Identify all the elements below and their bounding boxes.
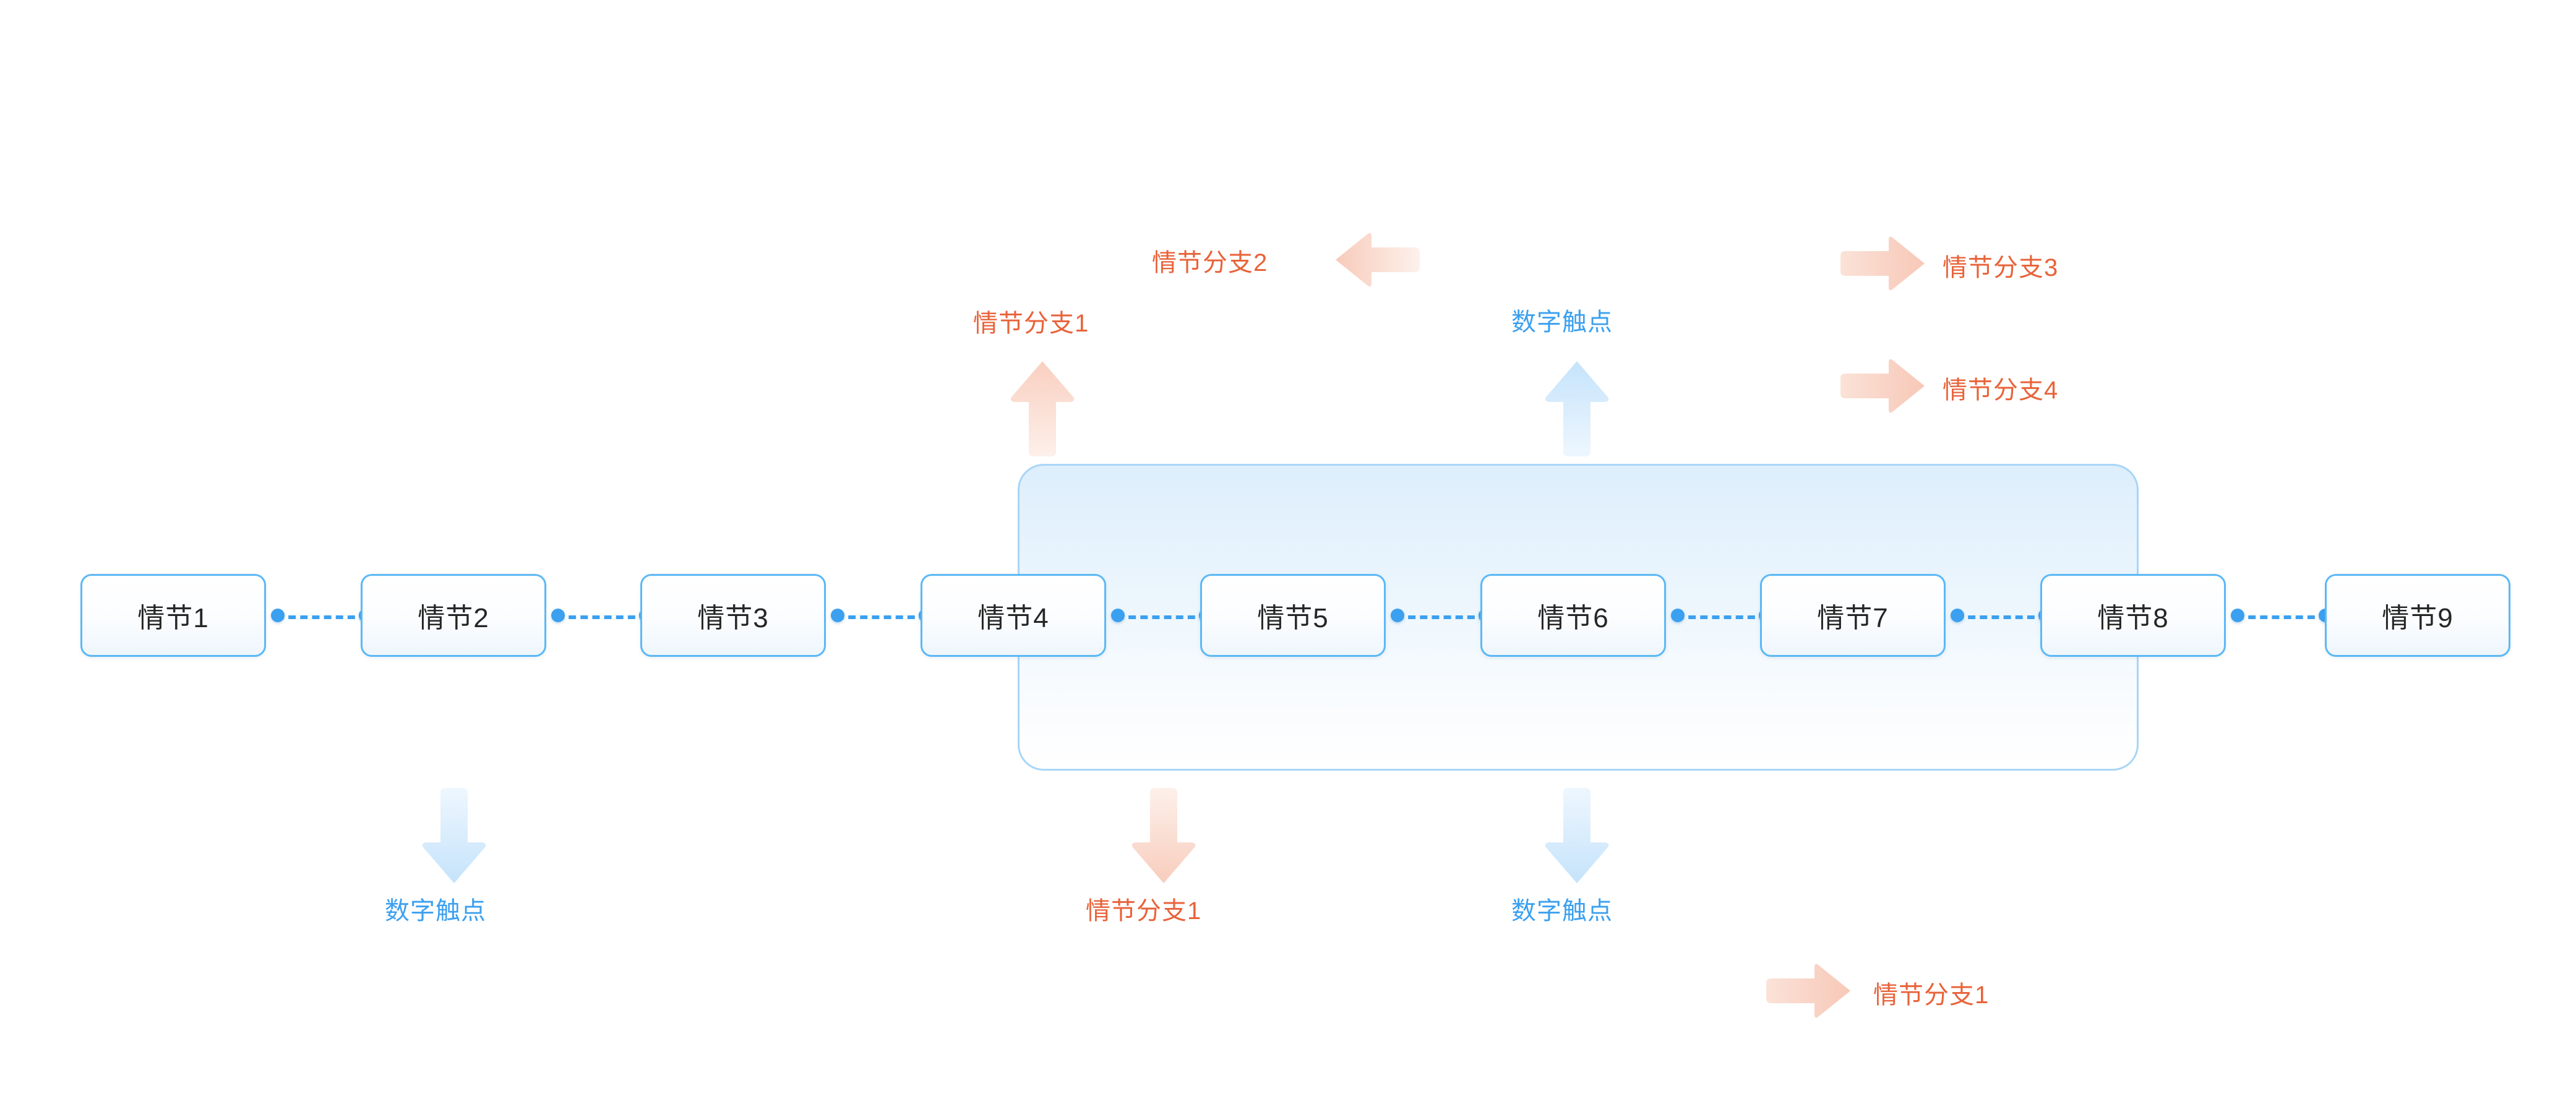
arrow-right-orange-branch3: [1840, 235, 1927, 292]
connector-7: [1951, 609, 2052, 622]
flow-node-3[interactable]: 情节3: [640, 574, 826, 657]
arrow-right-orange-branch1-bottomright: [1766, 962, 1853, 1019]
flow-node-7[interactable]: 情节7: [1760, 574, 1946, 657]
connector-5: [1391, 609, 1492, 622]
flow-node-8[interactable]: 情节8: [2040, 574, 2226, 657]
connector-line: [1956, 615, 2046, 619]
arrow-up-orange-branch1: [1009, 359, 1076, 458]
annotation-label-branch1-top: 情节分支1: [973, 310, 1089, 337]
flow-node-1[interactable]: 情节1: [80, 574, 266, 657]
connector-dot-start: [831, 609, 844, 622]
connector-2: [551, 609, 653, 622]
connector-dot-start: [1671, 609, 1685, 622]
annotation-label-branch4: 情节分支4: [1943, 377, 2059, 404]
arrow-up-blue-touchpoint-top: [1543, 359, 1610, 458]
flow-node-6[interactable]: 情节6: [1480, 574, 1666, 657]
connector-line: [1396, 615, 1487, 619]
flow-node-2[interactable]: 情节2: [361, 574, 546, 657]
connector-line: [277, 615, 367, 619]
arrow-down-blue-touchpoint-right: [1543, 787, 1610, 886]
annotation-label-branch1-bottomright: 情节分支1: [1873, 982, 1990, 1009]
connector-line: [1117, 615, 1207, 619]
connector-dot-start: [1951, 609, 1964, 622]
annotation-label-touchpoint-left: 数字触点: [385, 897, 486, 925]
connector-dot-start: [2231, 609, 2244, 622]
connector-line: [557, 615, 647, 619]
arrow-down-orange-branch1-bottom: [1130, 787, 1197, 886]
connector-dot-start: [1391, 609, 1404, 622]
connector-8: [2231, 609, 2332, 622]
arrow-down-blue-touchpoint-left: [421, 787, 487, 886]
connector-dot-start: [271, 609, 285, 622]
connector-dot-start: [551, 609, 565, 622]
annotation-label-branch1-bottom: 情节分支1: [1086, 897, 1202, 925]
annotation-label-branch3: 情节分支3: [1943, 254, 2059, 281]
arrow-right-orange-branch4: [1840, 357, 1927, 414]
flow-node-4[interactable]: 情节4: [921, 574, 1106, 657]
connector-line: [836, 615, 927, 619]
arrow-left-orange-branch2: [1333, 231, 1420, 288]
connector-line: [1677, 615, 1767, 619]
connector-line: [2236, 615, 2327, 619]
connector-4: [1111, 609, 1213, 622]
annotation-label-touchpoint-top: 数字触点: [1511, 309, 1613, 336]
annotation-label-branch2: 情节分支2: [1152, 249, 1268, 276]
connector-3: [831, 609, 932, 622]
connector-1: [271, 609, 372, 622]
flow-node-9[interactable]: 情节9: [2325, 574, 2510, 657]
annotation-label-touchpoint-right: 数字触点: [1511, 897, 1613, 925]
flow-node-5[interactable]: 情节5: [1200, 574, 1386, 657]
connector-dot-start: [1111, 609, 1125, 622]
connector-6: [1671, 609, 1772, 622]
